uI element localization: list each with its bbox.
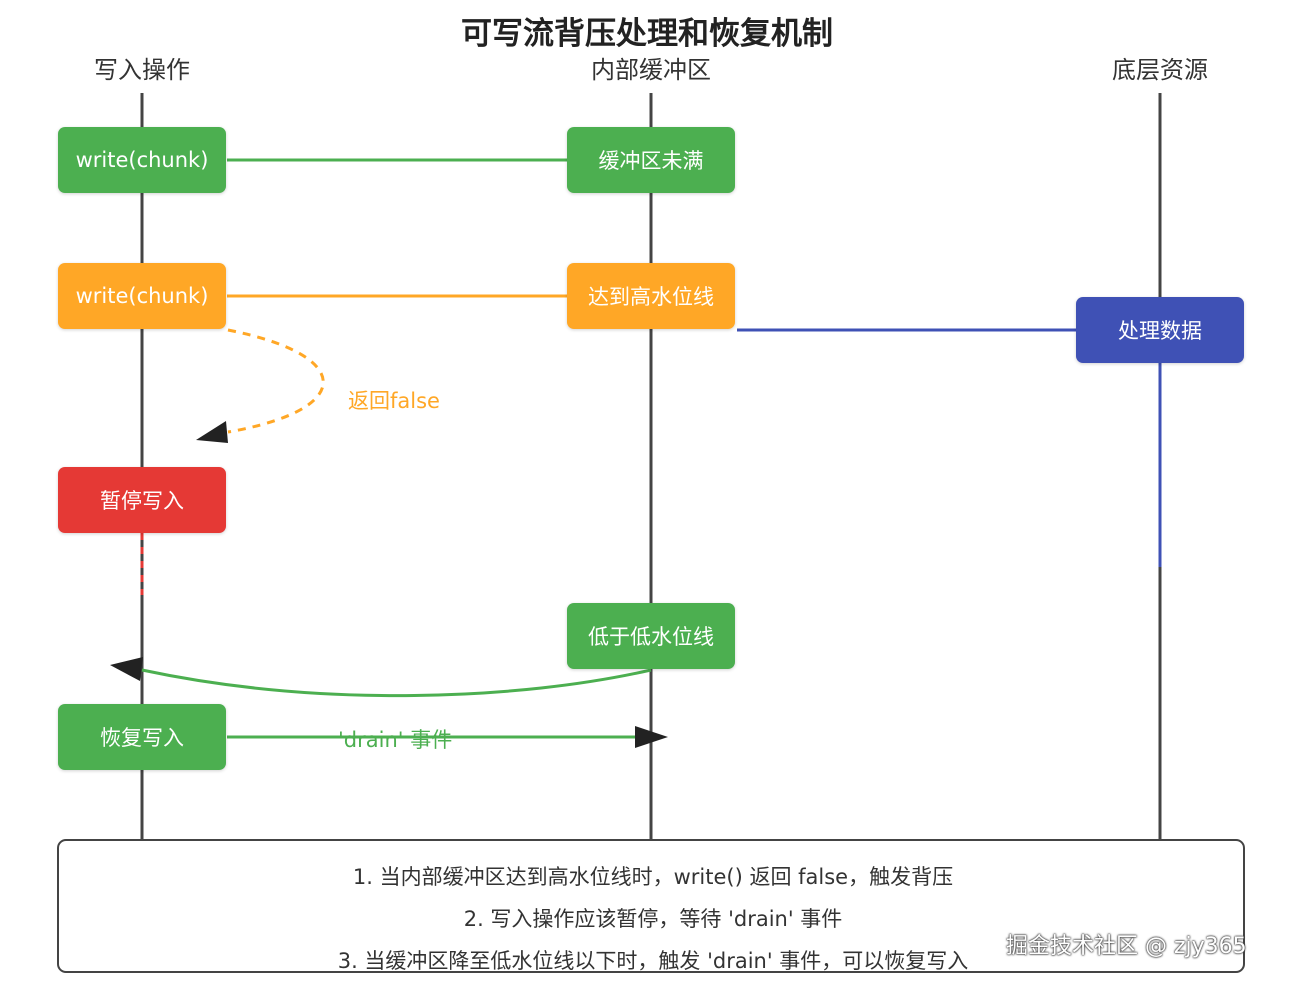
drain-event-arrowhead xyxy=(635,726,668,748)
return-false-edge xyxy=(227,328,325,434)
return-false-arrowhead xyxy=(196,421,228,443)
resume-write-box: 恢复写入 xyxy=(58,704,226,770)
return-false-label: 返回false xyxy=(348,389,440,413)
low-watermark-box: 低于低水位线 xyxy=(567,603,735,669)
lowwater-arrowhead xyxy=(110,657,143,681)
lane-header-writer: 写入操作 xyxy=(94,56,190,84)
lane-header-buffer: 内部缓冲区 xyxy=(591,56,711,84)
diagram-title: 可写流背压处理和恢复机制 xyxy=(461,16,833,52)
pause-write-box: 暂停写入 xyxy=(58,467,226,533)
write-chunk-box-1: write(chunk) xyxy=(58,127,226,193)
buffer-not-full-box: 缓冲区未满 xyxy=(567,127,735,193)
lane-header-resource: 底层资源 xyxy=(1112,56,1208,84)
note-2: 2. 写入操作应该暂停，等待 'drain' 事件 xyxy=(463,907,843,931)
watermark: 掘金技术社区 @ zjy365 xyxy=(1006,934,1247,959)
write-chunk-box-2: write(chunk) xyxy=(58,263,226,329)
high-watermark-box: 达到高水位线 xyxy=(567,263,735,329)
notes-box: 1. 当内部缓冲区达到高水位线时，write() 返回 false，触发背压 2… xyxy=(57,839,1245,973)
note-1: 1. 当内部缓冲区达到高水位线时，write() 返回 false，触发背压 xyxy=(352,865,954,889)
note-3: 3. 当缓冲区降至低水位线以下时，触发 'drain' 事件，可以恢复写入 xyxy=(337,949,969,973)
lowwater-to-writer-edge xyxy=(141,668,652,698)
process-data-box: 处理数据 xyxy=(1076,297,1244,363)
drain-event-label: 'drain' 事件 xyxy=(338,728,453,752)
